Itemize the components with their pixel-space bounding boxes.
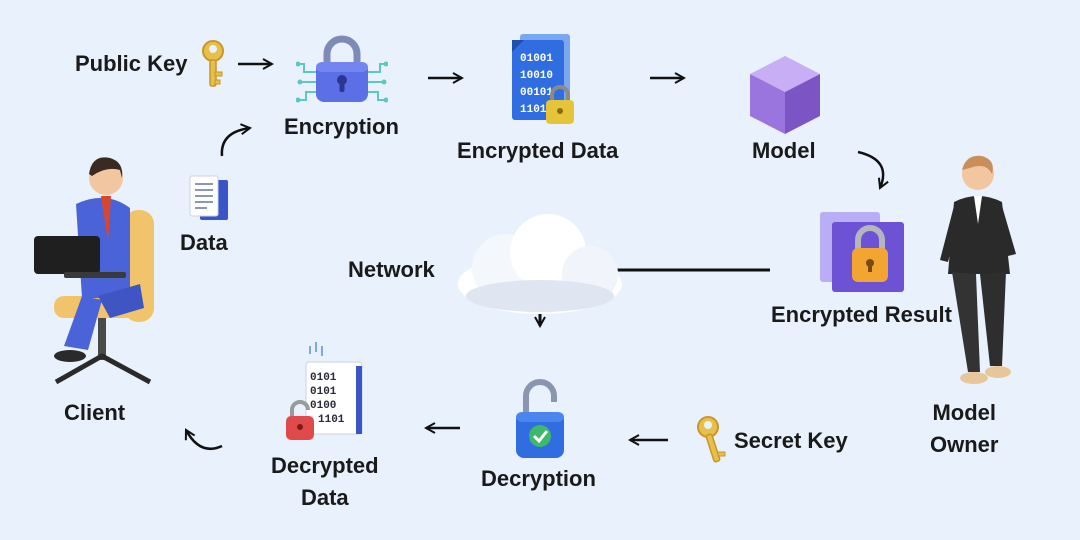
encrypted-result-lock-icon bbox=[820, 212, 904, 292]
decryption-unlock-icon bbox=[516, 379, 564, 458]
encrypted-binary-line: 00101 bbox=[520, 87, 553, 99]
network-cloud-icon bbox=[458, 214, 622, 314]
gold-key-icon bbox=[202, 40, 224, 87]
model-cube-icon bbox=[750, 56, 820, 134]
decrypted-data-label-line1: Decrypted bbox=[271, 453, 379, 478]
encrypted-binary-line: 10010 bbox=[520, 70, 553, 82]
client-label: Client bbox=[64, 400, 126, 425]
model-owner-person-icon bbox=[940, 155, 1016, 384]
decrypted-binary-line: 0100 bbox=[310, 400, 336, 412]
model-label: Model bbox=[752, 138, 816, 163]
decrypted-binary-line: 0101 bbox=[310, 386, 337, 398]
encrypted-binary-line: 01001 bbox=[520, 53, 553, 65]
decrypted-binary-line: 1101 bbox=[318, 414, 345, 426]
public-key-label: Public Key bbox=[75, 51, 188, 76]
model-owner-label: Model Owner bbox=[930, 397, 998, 461]
encrypted-data-label: Encrypted Data bbox=[457, 138, 619, 163]
encrypted-binary-line: 1101 bbox=[520, 104, 547, 116]
decryption-label: Decryption bbox=[481, 466, 596, 491]
decrypted-data-document-icon: 0101 0101 0100 1101 bbox=[286, 342, 363, 440]
client-person-icon bbox=[34, 157, 154, 385]
arrow-model-to-encrypted-result bbox=[857, 150, 883, 188]
encryption-lock-icon bbox=[296, 35, 388, 103]
decrypted-binary-line: 0101 bbox=[310, 372, 337, 384]
data-label: Data bbox=[180, 230, 228, 255]
encryption-label: Encryption bbox=[284, 114, 399, 139]
arrow-data-to-encryption bbox=[220, 128, 250, 157]
encrypted-data-document-icon: 01001 10010 00101 1101 bbox=[512, 34, 574, 124]
data-document-icon bbox=[189, 175, 228, 220]
encrypted-result-label: Encrypted Result bbox=[771, 302, 952, 327]
decrypted-data-label-line2: Data bbox=[300, 484, 349, 510]
arrow-decrypted-data-to-client bbox=[186, 430, 223, 450]
decrypted-data-label: Decrypted Data bbox=[271, 450, 379, 514]
network-label: Network bbox=[348, 257, 435, 282]
gold-key-icon bbox=[697, 416, 726, 463]
secret-key-label: Secret Key bbox=[734, 428, 848, 453]
model-owner-label-line2: Owner bbox=[930, 431, 999, 457]
model-owner-label-line1: Model bbox=[932, 400, 997, 425]
